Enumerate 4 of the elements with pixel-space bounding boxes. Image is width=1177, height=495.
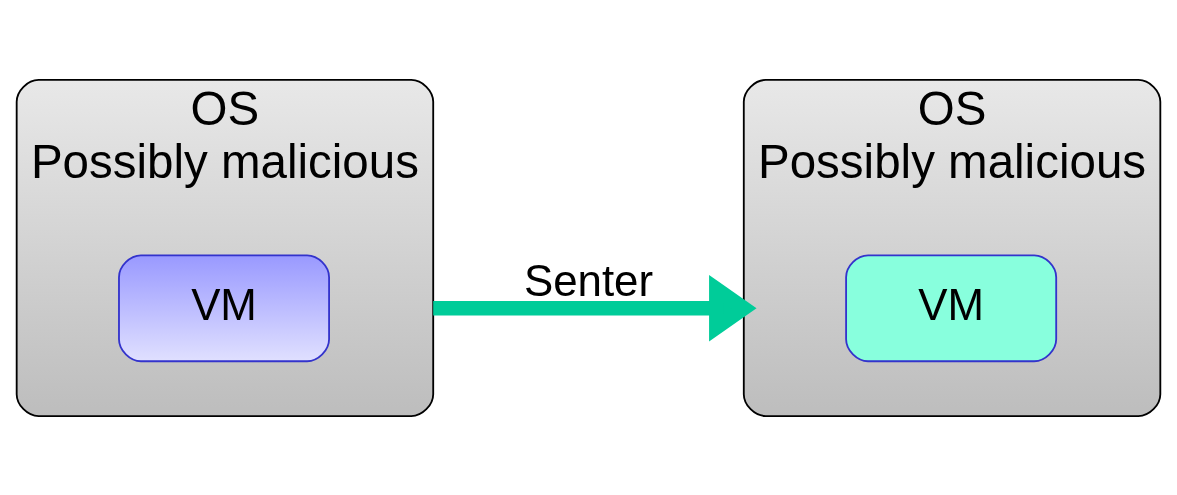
node-box: VM — [118, 253, 330, 362]
node-box: VM — [845, 253, 1058, 362]
edge-label: Senter — [523, 255, 654, 305]
arrow — [433, 274, 757, 341]
